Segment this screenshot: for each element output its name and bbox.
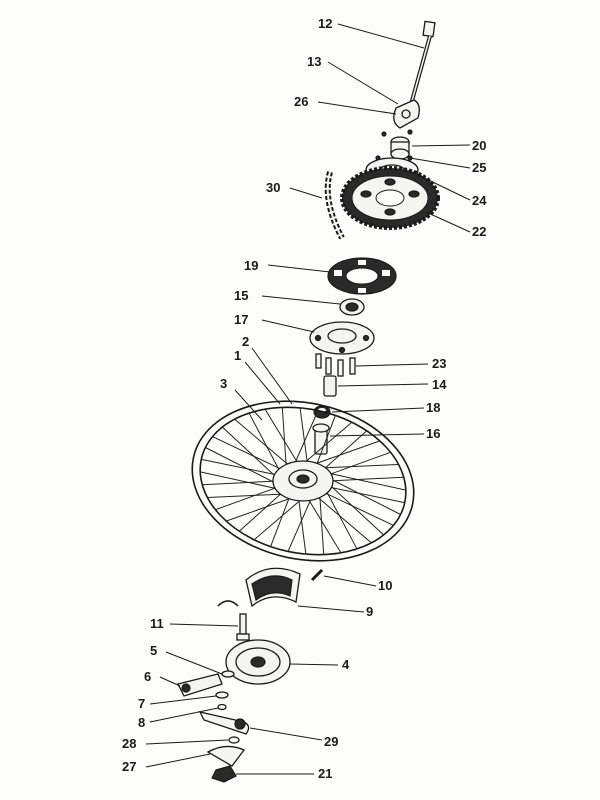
wheel-spoke bbox=[307, 497, 342, 554]
wheel-spoke bbox=[212, 436, 284, 471]
lever-assembly bbox=[206, 736, 246, 783]
wheel-spoke bbox=[322, 430, 368, 471]
callout-18: 18 bbox=[426, 400, 440, 415]
spacer bbox=[375, 129, 413, 161]
callout-6: 6 bbox=[144, 669, 151, 684]
wheel-spoke bbox=[215, 486, 279, 511]
callout-1: 1 bbox=[234, 348, 241, 363]
wheel-spoke bbox=[327, 486, 405, 504]
wheel-spoke bbox=[319, 464, 399, 469]
wheel-spoke bbox=[325, 472, 406, 491]
axle-bolt bbox=[408, 20, 436, 109]
callout-25: 25 bbox=[472, 160, 486, 175]
callout-10: 10 bbox=[378, 578, 392, 593]
callout-13: 13 bbox=[307, 54, 321, 69]
wheel-bearing bbox=[339, 298, 365, 316]
inner-sleeve bbox=[323, 375, 337, 397]
flange-studs bbox=[315, 353, 356, 377]
wheel-spoke bbox=[315, 415, 336, 467]
callout-26: 26 bbox=[294, 94, 308, 109]
wheel-spoke bbox=[315, 495, 372, 544]
leader-lines bbox=[145, 23, 471, 775]
wheel-spoke bbox=[302, 421, 353, 465]
callout-12: 12 bbox=[318, 16, 332, 31]
wheel-spoke bbox=[225, 496, 295, 522]
brake-shoes bbox=[217, 567, 324, 608]
cush-drive-rubber bbox=[327, 257, 397, 295]
brake-arm bbox=[177, 673, 223, 697]
rear-sprocket bbox=[340, 166, 440, 230]
callout-30: 30 bbox=[266, 180, 280, 195]
callout-11: 11 bbox=[150, 616, 164, 631]
callout-20: 20 bbox=[472, 138, 486, 153]
drive-chain bbox=[324, 171, 345, 240]
wheel-spoke bbox=[319, 493, 325, 555]
wheel-spoke bbox=[298, 497, 307, 555]
wheel-spoke bbox=[222, 426, 278, 479]
callout-8: 8 bbox=[138, 715, 145, 730]
callout-24: 24 bbox=[472, 193, 487, 208]
callout-4: 4 bbox=[342, 657, 350, 672]
hub-flange bbox=[309, 321, 375, 355]
callout-23: 23 bbox=[432, 356, 446, 371]
wheel-spoke bbox=[238, 491, 284, 532]
brake-cam bbox=[236, 613, 250, 641]
wheel-spoke bbox=[287, 496, 313, 552]
callout-labels: 12 13 26 20 25 30 24 22 19 15 17 2 1 23 … bbox=[122, 16, 487, 781]
callout-29: 29 bbox=[324, 734, 338, 749]
wheel-spoke bbox=[205, 447, 278, 485]
wheel-spoke bbox=[264, 408, 299, 465]
wheel-spoke bbox=[293, 410, 319, 466]
callout-27: 27 bbox=[122, 759, 136, 774]
callout-16: 16 bbox=[426, 426, 440, 441]
callout-19: 19 bbox=[244, 258, 258, 273]
callout-14: 14 bbox=[432, 377, 447, 392]
callout-3: 3 bbox=[220, 376, 227, 391]
wheel-spoke bbox=[248, 412, 281, 473]
wheel-spoke bbox=[201, 458, 279, 476]
torque-arm bbox=[198, 711, 250, 735]
callout-17: 17 bbox=[234, 312, 248, 327]
callout-2: 2 bbox=[242, 334, 249, 349]
axle-adjuster bbox=[393, 99, 420, 129]
wheel-spoke bbox=[327, 451, 391, 476]
wheel-spoke bbox=[270, 495, 291, 547]
wheel-spoke bbox=[234, 418, 291, 467]
wheel-spoke bbox=[328, 483, 384, 536]
callout-28: 28 bbox=[122, 736, 136, 751]
callout-21: 21 bbox=[318, 766, 332, 781]
callout-22: 22 bbox=[472, 224, 486, 239]
wheel-spoke bbox=[253, 497, 304, 541]
wheel-spoke bbox=[328, 477, 401, 515]
wheel-spoke bbox=[202, 480, 278, 486]
wheel-spoke bbox=[299, 407, 308, 465]
callout-9: 9 bbox=[366, 604, 373, 619]
spoked-wheel bbox=[191, 400, 415, 562]
wheel-spoke bbox=[328, 476, 404, 482]
wheel-spoke bbox=[207, 493, 287, 498]
callout-5: 5 bbox=[150, 643, 157, 658]
wheel-spoke bbox=[322, 491, 394, 526]
callout-7: 7 bbox=[138, 696, 145, 711]
wheel-spoke bbox=[325, 489, 358, 550]
wheel-spoke bbox=[311, 440, 381, 466]
wheel-spoke bbox=[281, 407, 287, 469]
wheel-spoke bbox=[200, 471, 281, 490]
brake-plate bbox=[225, 639, 291, 685]
callout-15: 15 bbox=[234, 288, 248, 303]
